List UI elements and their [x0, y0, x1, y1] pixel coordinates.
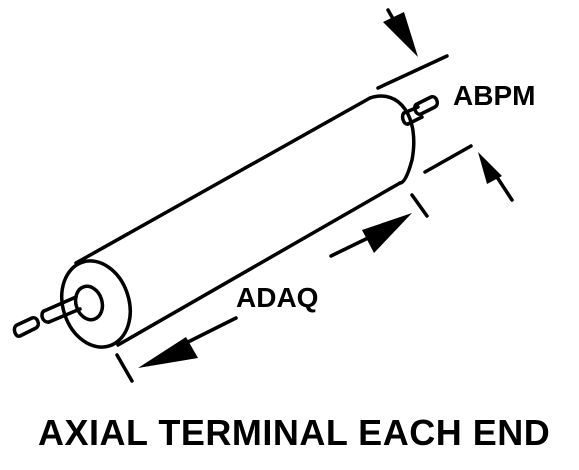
length-extension-line-left: [115, 353, 134, 383]
front-axial-terminal: [12, 295, 82, 338]
length-arrowhead-left: [138, 337, 198, 368]
diameter-label: ABPM: [453, 80, 536, 111]
length-label: ADAQ: [236, 282, 319, 313]
cylinder-body: [74, 94, 416, 347]
diameter-arrowhead-top: [383, 12, 418, 57]
length-arrowhead-right: [362, 213, 412, 253]
diagram-caption: AXIAL TERMINAL EACH END: [38, 412, 551, 453]
length-dimension-line-lower: [182, 316, 238, 346]
length-dimension-line-upper: [329, 236, 370, 258]
rear-axial-terminal: [400, 95, 439, 126]
diameter-extension-line-bottom: [423, 144, 473, 174]
diameter-arrowhead-bottom: [478, 152, 502, 184]
front-terminal-hole: [73, 284, 105, 322]
length-extension-line-right: [410, 193, 429, 218]
diameter-arrow-bottom-shaft: [493, 172, 514, 202]
diameter-extension-line-top: [376, 54, 449, 90]
